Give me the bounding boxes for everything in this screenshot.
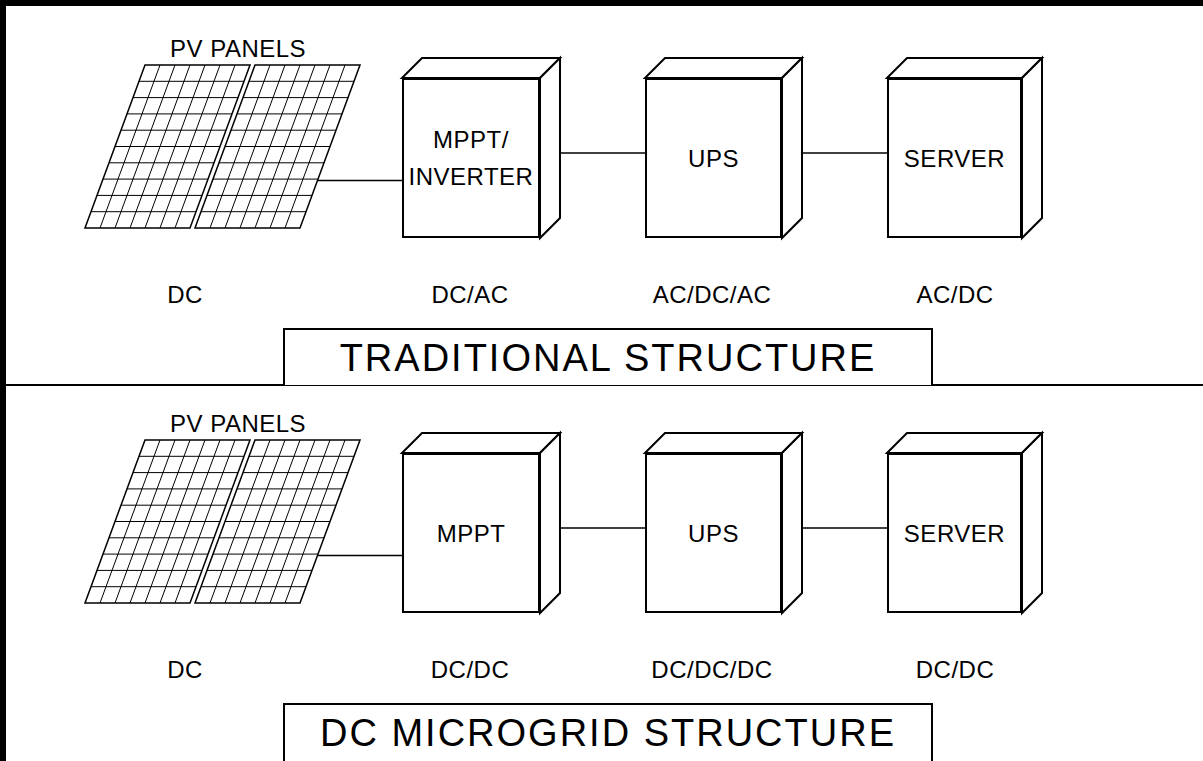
process-cube: SERVER [887,453,1022,613]
cube-faces [647,80,648,81]
cube-face [1022,433,1042,613]
panel-heading: PV PANELS [80,35,317,63]
cube-face [540,58,560,238]
cube-face [540,433,560,613]
cube-face [1022,58,1042,238]
conversion-label: DC [165,281,205,309]
cube-face [402,58,560,78]
box-label: SERVER [904,515,1005,552]
left-border [0,0,6,761]
box-label: MPPT [437,515,506,552]
top-border [0,0,1203,6]
box-label: UPS [688,140,739,177]
cube-faces [889,455,890,456]
process-cube: SERVER [887,78,1022,238]
pv-panel: PV PANELS [80,35,317,230]
connector-line [560,152,645,154]
connector-line [802,152,887,154]
connector-line [317,180,402,182]
cube-face [887,433,1042,453]
conversion-label: DC/DC [914,656,997,684]
conversion-label: AC/DC [914,281,995,309]
process-cube: MPPT [402,453,540,613]
box-label: SERVER [904,140,1005,177]
cube-face [782,433,802,613]
conversion-label: DC/AC [429,281,510,309]
cube-face [782,58,802,238]
cube-faces [404,80,405,81]
connector-line [560,527,645,529]
process-cube: MPPT/ INVERTER [402,78,540,238]
process-cube: UPS [645,453,782,613]
cube-faces [404,455,405,456]
cube-face [402,433,560,453]
caption-text: TRADITIONAL STRUCTURE [340,333,877,383]
panel-heading: PV PANELS [80,410,317,438]
pv-module [85,65,250,228]
cube-faces [889,80,890,81]
caption-text: DC MICROGRID STRUCTURE [320,708,896,758]
conversion-label: DC/DC/DC [649,656,774,684]
conversion-label: DC [165,656,205,684]
caption-box: DC MICROGRID STRUCTURE [283,703,933,761]
conversion-label: DC/DC [429,656,512,684]
cube-faces [647,455,648,456]
pv-module [195,440,360,603]
pv-module [85,440,250,603]
pv-panel-drawing [80,410,81,411]
connector-line [317,555,402,557]
conversion-label: AC/DC/AC [651,281,774,309]
caption-box: TRADITIONAL STRUCTURE [283,328,933,385]
cube-face [645,433,802,453]
box-label: UPS [688,515,739,552]
process-cube: UPS [645,78,782,238]
pv-panel-drawing [80,35,81,36]
cube-face [645,58,802,78]
pv-panel: PV PANELS [80,410,317,605]
box-label: MPPT/ INVERTER [407,121,535,195]
cube-face [887,58,1042,78]
connector-line [802,527,887,529]
pv-module [195,65,360,228]
